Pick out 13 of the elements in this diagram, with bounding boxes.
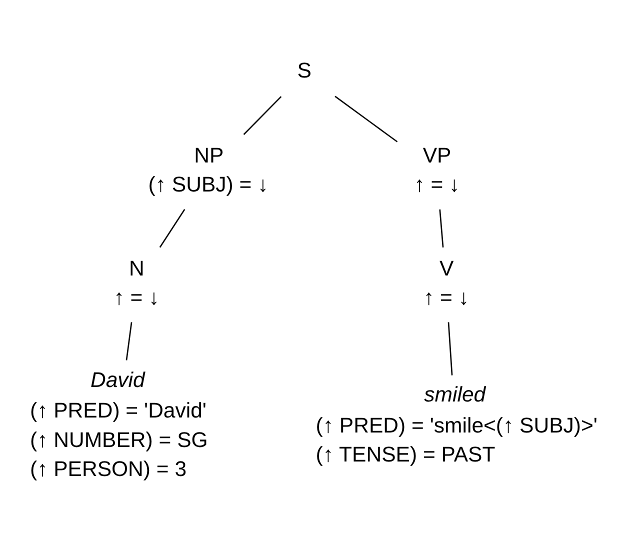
node-text: N ↑ = ↓ — [114, 256, 160, 310]
connector — [243, 96, 282, 135]
node-text: VP ↑ = ↓ — [414, 143, 460, 197]
connector — [334, 96, 398, 142]
connector — [159, 209, 186, 248]
connector — [448, 322, 453, 376]
connector — [439, 209, 444, 248]
node-text: V ↑ = ↓ — [424, 256, 470, 310]
node-text: smiled (↑ PRED) = 'smile<(↑ SUBJ)>' (↑ TENSE) = PAST — [316, 382, 598, 467]
connector — [126, 322, 132, 360]
node-text: David (↑ PRED) = 'David' (↑ NUMBER) = SG (↑ PERSON) = 3 — [30, 368, 208, 482]
node-text: S — [297, 58, 312, 82]
node-text: NP (↑ SUBJ) = ↓ — [148, 143, 268, 197]
